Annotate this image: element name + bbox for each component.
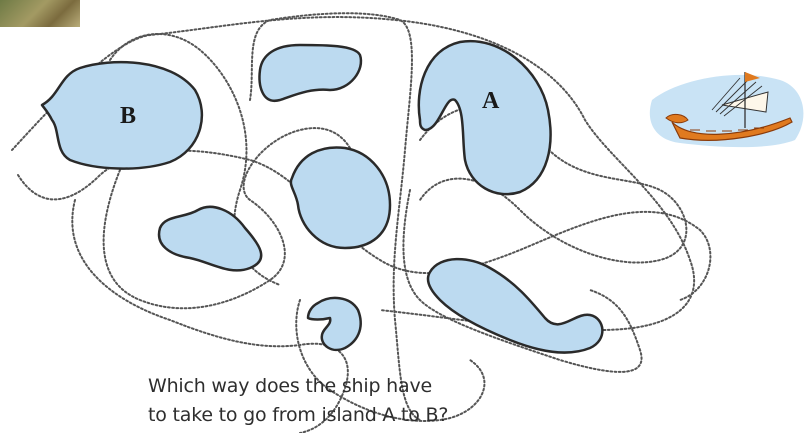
question-text: Which way does the ship have to take to …	[148, 372, 448, 430]
island-center[interactable]	[291, 147, 390, 248]
island-a-label: A	[482, 88, 500, 114]
island-bottom-right[interactable]	[428, 259, 602, 352]
island-b-label: B	[120, 103, 136, 129]
island-left-middle[interactable]	[159, 207, 261, 271]
island-bottom-small[interactable]	[308, 298, 361, 350]
question-line-2: to take to go from island A to B?	[148, 401, 448, 430]
island-top-small[interactable]	[260, 45, 361, 101]
question-line-1: Which way does the ship have	[148, 372, 448, 401]
ship-icon[interactable]	[650, 72, 804, 147]
island-a[interactable]	[419, 41, 551, 194]
route-6[interactable]	[420, 106, 686, 262]
